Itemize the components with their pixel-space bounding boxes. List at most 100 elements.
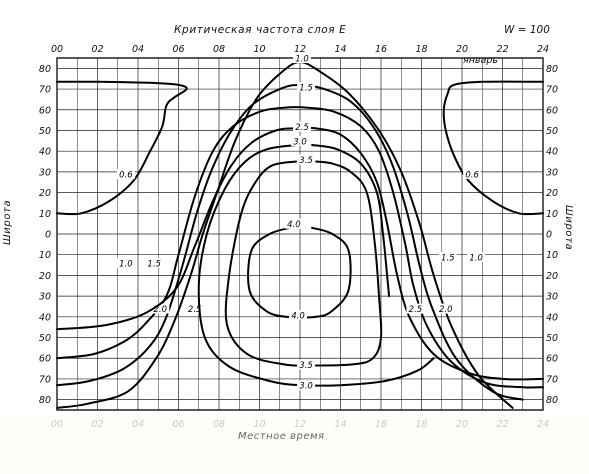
contour-label-background — [297, 154, 316, 165]
x-tick-label-bottom: 16 — [375, 419, 387, 430]
contour-label: 4.0 — [291, 311, 305, 321]
y-tick-label-left: 30 — [39, 292, 51, 303]
x-tick-label-bottom: 06 — [172, 419, 184, 430]
x-tick-label-top: 16 — [375, 44, 387, 55]
contour-label: 0.6 — [465, 171, 479, 181]
contour-label: 1.0 — [469, 253, 483, 263]
y-tick-label-right: 20 — [546, 188, 558, 199]
x-tick-label-top: 18 — [415, 44, 427, 55]
y-tick-label-left: 80 — [39, 64, 51, 75]
month-label: январь — [463, 55, 498, 66]
x-tick-label-bottom: 14 — [334, 419, 346, 430]
y-tick-label-right: 10 — [546, 250, 558, 261]
x-tick-label-bottom: 22 — [496, 419, 508, 430]
y-tick-label-left: 70 — [39, 85, 51, 96]
y-tick-label-right: 50 — [546, 333, 558, 344]
contour-line-1-0 — [56, 61, 514, 409]
y-tick-label-left: 40 — [39, 312, 51, 323]
y-tick-label-right: 0 — [546, 230, 552, 241]
x-tick-label-bottom: 18 — [415, 419, 427, 430]
y-tick-label-left: 60 — [39, 354, 51, 365]
y-tick-label-left: 30 — [39, 167, 51, 178]
x-tick-label-top: 08 — [213, 44, 225, 55]
contour-label: 1.5 — [299, 84, 313, 94]
x-tick-label-bottom: 24 — [537, 419, 549, 430]
contour-label: 3.0 — [299, 382, 313, 392]
y-axis-label-left: Широта — [2, 199, 13, 245]
contour-label-background — [116, 258, 135, 269]
y-tick-label-right: 60 — [546, 105, 558, 116]
x-tick-label-bottom: 12 — [294, 419, 306, 430]
y-tick-label-right: 80 — [546, 395, 558, 406]
x-tick-label-top: 14 — [334, 44, 346, 55]
contour-label: 2.5 — [188, 305, 202, 315]
contour-line-4-0 — [247, 226, 352, 319]
contour-line-2-5 — [56, 126, 544, 381]
y-tick-label-right: 40 — [546, 312, 558, 323]
x-tick-label-top: 06 — [172, 44, 184, 55]
x-tick-label-bottom: 04 — [132, 419, 144, 430]
x-tick-label-top: 22 — [496, 44, 508, 55]
contour-label: 1.5 — [441, 253, 455, 263]
x-tick-label-bottom: 00 — [51, 419, 63, 430]
contour-label: 2.0 — [439, 305, 453, 315]
contour-label: 2.5 — [295, 123, 309, 133]
y-tick-label-right: 80 — [546, 64, 558, 75]
contour-label: 3.0 — [293, 137, 307, 147]
contour-label-background — [436, 303, 455, 314]
y-tick-label-left: 10 — [39, 250, 51, 261]
contour-label: 3.5 — [299, 156, 313, 166]
contour-line-0-6 — [442, 80, 544, 216]
contour-label-background — [297, 82, 316, 93]
contour-label: 1.0 — [119, 260, 133, 270]
chart-title: Критическая частота слоя E — [174, 24, 347, 36]
y-tick-label-right: 10 — [546, 209, 558, 220]
y-tick-label-right: 60 — [546, 354, 558, 365]
y-tick-label-left: 60 — [39, 105, 51, 116]
contour-label: 2.0 — [154, 305, 168, 315]
contour-label-background — [297, 380, 316, 391]
contour-label: 2.5 — [409, 305, 423, 315]
contour-label: 0.6 — [119, 171, 133, 181]
x-tick-label-top: 10 — [253, 44, 265, 55]
y-tick-label-left: 20 — [39, 188, 51, 199]
x-tick-label-top: 04 — [132, 44, 144, 55]
contour-label-background — [463, 169, 482, 180]
y-tick-label-right: 50 — [546, 126, 558, 137]
contour-line-0-6 — [56, 80, 188, 216]
x-tick-label-top: 24 — [537, 44, 549, 55]
x-axis-label: Местное время — [238, 431, 325, 442]
contour-label-background — [116, 169, 135, 180]
x-tick-label-bottom: 02 — [91, 419, 103, 430]
contour-label-background — [151, 303, 170, 314]
contour-label-background — [284, 218, 303, 229]
contour-label-background — [293, 121, 312, 132]
y-tick-label-right: 30 — [546, 292, 558, 303]
contour-label-background — [293, 53, 312, 64]
x-tick-label-top: 02 — [91, 44, 103, 55]
x-tick-label-top: 00 — [51, 44, 63, 55]
y-tick-label-left: 10 — [39, 209, 51, 220]
y-tick-label-left: 40 — [39, 147, 51, 158]
x-tick-label-bottom: 10 — [253, 419, 265, 430]
x-tick-label-top: 12 — [294, 44, 306, 55]
contour-label-background — [438, 251, 457, 262]
y-tick-label-left: 80 — [39, 395, 51, 406]
contour-line-3-0 — [311, 144, 391, 298]
contour-line-3-0 — [197, 144, 435, 387]
contour-label-background — [291, 135, 309, 146]
y-tick-label-right: 40 — [546, 147, 558, 158]
contour-line-3-5 — [224, 160, 383, 367]
contour-label-background — [297, 359, 316, 370]
y-tick-label-left: 70 — [39, 374, 51, 385]
y-tick-label-right: 20 — [546, 271, 558, 282]
contour-label: 1.5 — [147, 260, 161, 270]
y-tick-label-right: 70 — [546, 85, 558, 96]
contour-label-background — [406, 303, 425, 314]
y-tick-label-left: 50 — [39, 333, 51, 344]
contour-label-background — [467, 251, 486, 262]
x-tick-label-top: 20 — [456, 44, 468, 55]
contour-label: 4.0 — [287, 220, 301, 230]
